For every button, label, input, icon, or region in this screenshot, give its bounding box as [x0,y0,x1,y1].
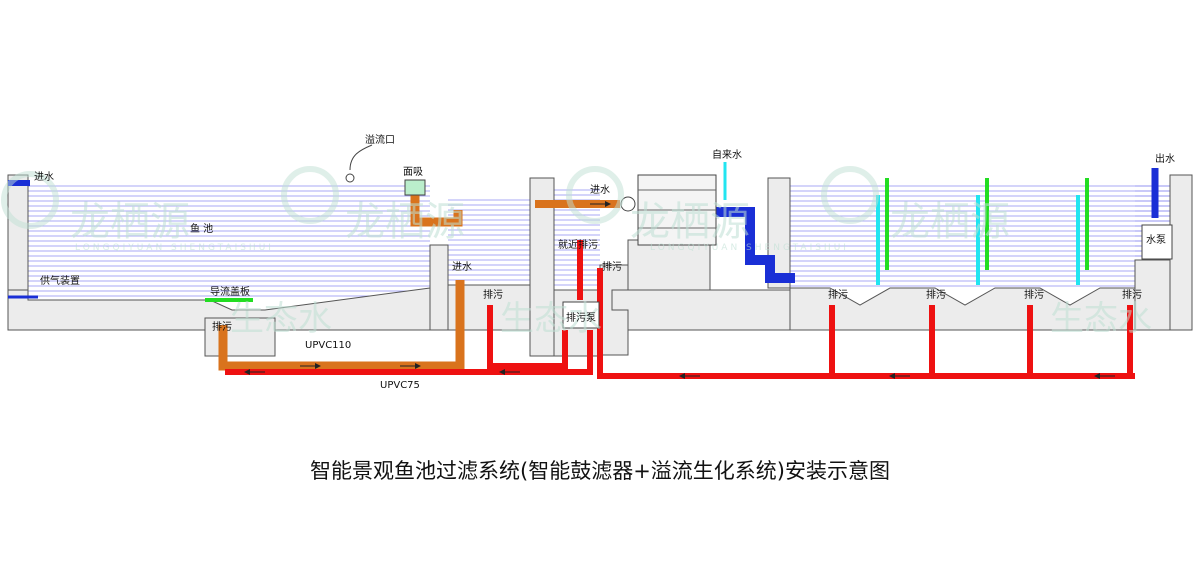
pipe-upvc110 [218,280,465,371]
label-outlet: 出水 [1155,152,1175,165]
label-tap-water: 自来水 [712,148,742,161]
watermark-cn2-2: 生态水 [500,299,602,339]
label-overflow: 溢流口 [365,133,395,146]
watermark-cn-2: 龙栖源 [345,199,465,245]
skimmer-pipe [410,195,463,227]
filter-outlet-pipe [712,207,795,283]
label-pipe-110: UPVC110 [305,340,351,351]
drain-chamber [487,305,568,369]
label-aeration: 供气装置 [40,274,80,287]
label-drain-bio-3: 排污 [1024,288,1044,301]
label-inlet-filter: 进水 [590,184,610,196]
pond-right-wall [429,244,449,331]
watermark-en-1: LONGQIYUAN SHENGTAISHUI [75,243,274,253]
pipes [8,162,1159,379]
diagram-caption: 智能景观鱼池过滤系统(智能鼓滤器+溢流生化系统)安装示意图 [310,459,890,483]
overflow-port [345,173,355,183]
label-drain-pump: 排污泵 [566,311,596,324]
label-drain-bio-1: 排污 [828,288,848,301]
drain-pump-box [562,301,600,329]
bio-drain-risers [829,305,1133,376]
drain-sump [204,317,276,357]
watermark: 龙栖源 龙栖源 龙栖源 龙栖源 生态水 生态水 生态水 LONGQIYUAN S… [1,166,1152,339]
watermark-cn-4: 龙栖源 [890,199,1010,245]
label-drain-mid: 排污 [483,288,503,301]
bio-wall-right [1169,174,1193,331]
label-drain-bio-4: 排污 [1122,288,1142,301]
pump-chamber-floor [1134,259,1171,331]
watermark-cn-3: 龙栖源 [630,199,750,245]
drum-filter [620,174,717,246]
watermark-cn2-1: 生态水 [230,299,332,339]
label-inlet-left: 进水 [34,171,54,183]
label-pipe-75: UPVC75 [380,380,420,391]
skimmer-box [404,179,426,196]
water-pump-box [1141,224,1173,260]
overflow-leader [349,144,373,171]
label-drain-bio-2: 排污 [926,288,946,301]
bio-media [876,178,1089,285]
guide-plate [205,298,253,302]
label-drain-filter: 排污 [602,260,622,273]
label-fish-pond: 鱼 池 [190,222,213,235]
label-drain-bottom: 排污 [212,320,232,333]
label-nearby-drain: 就近排污 [558,238,598,251]
watermark-cn2-3: 生态水 [1050,299,1152,339]
bio-drain-main [597,268,1135,379]
label-guide-plate: 导流盖板 [210,285,250,298]
pipe-upvc75 [225,330,593,375]
watermark-en-2: LONGQIYUAN SHENGTAISHUI [650,243,849,253]
flow-arrows [244,201,1115,379]
label-inlet-mid: 进水 [452,261,472,273]
label-surface-skimmer: 面吸 [403,167,423,178]
watermark-cn-1: 龙栖源 [70,199,190,245]
label-water-pump: 水泵 [1146,234,1166,246]
labels: 进水 溢流口 面吸 鱼 池 供气装置 导流盖板 排污 进水 排污 UPVC110… [34,133,1175,391]
lower-slab [611,289,796,331]
